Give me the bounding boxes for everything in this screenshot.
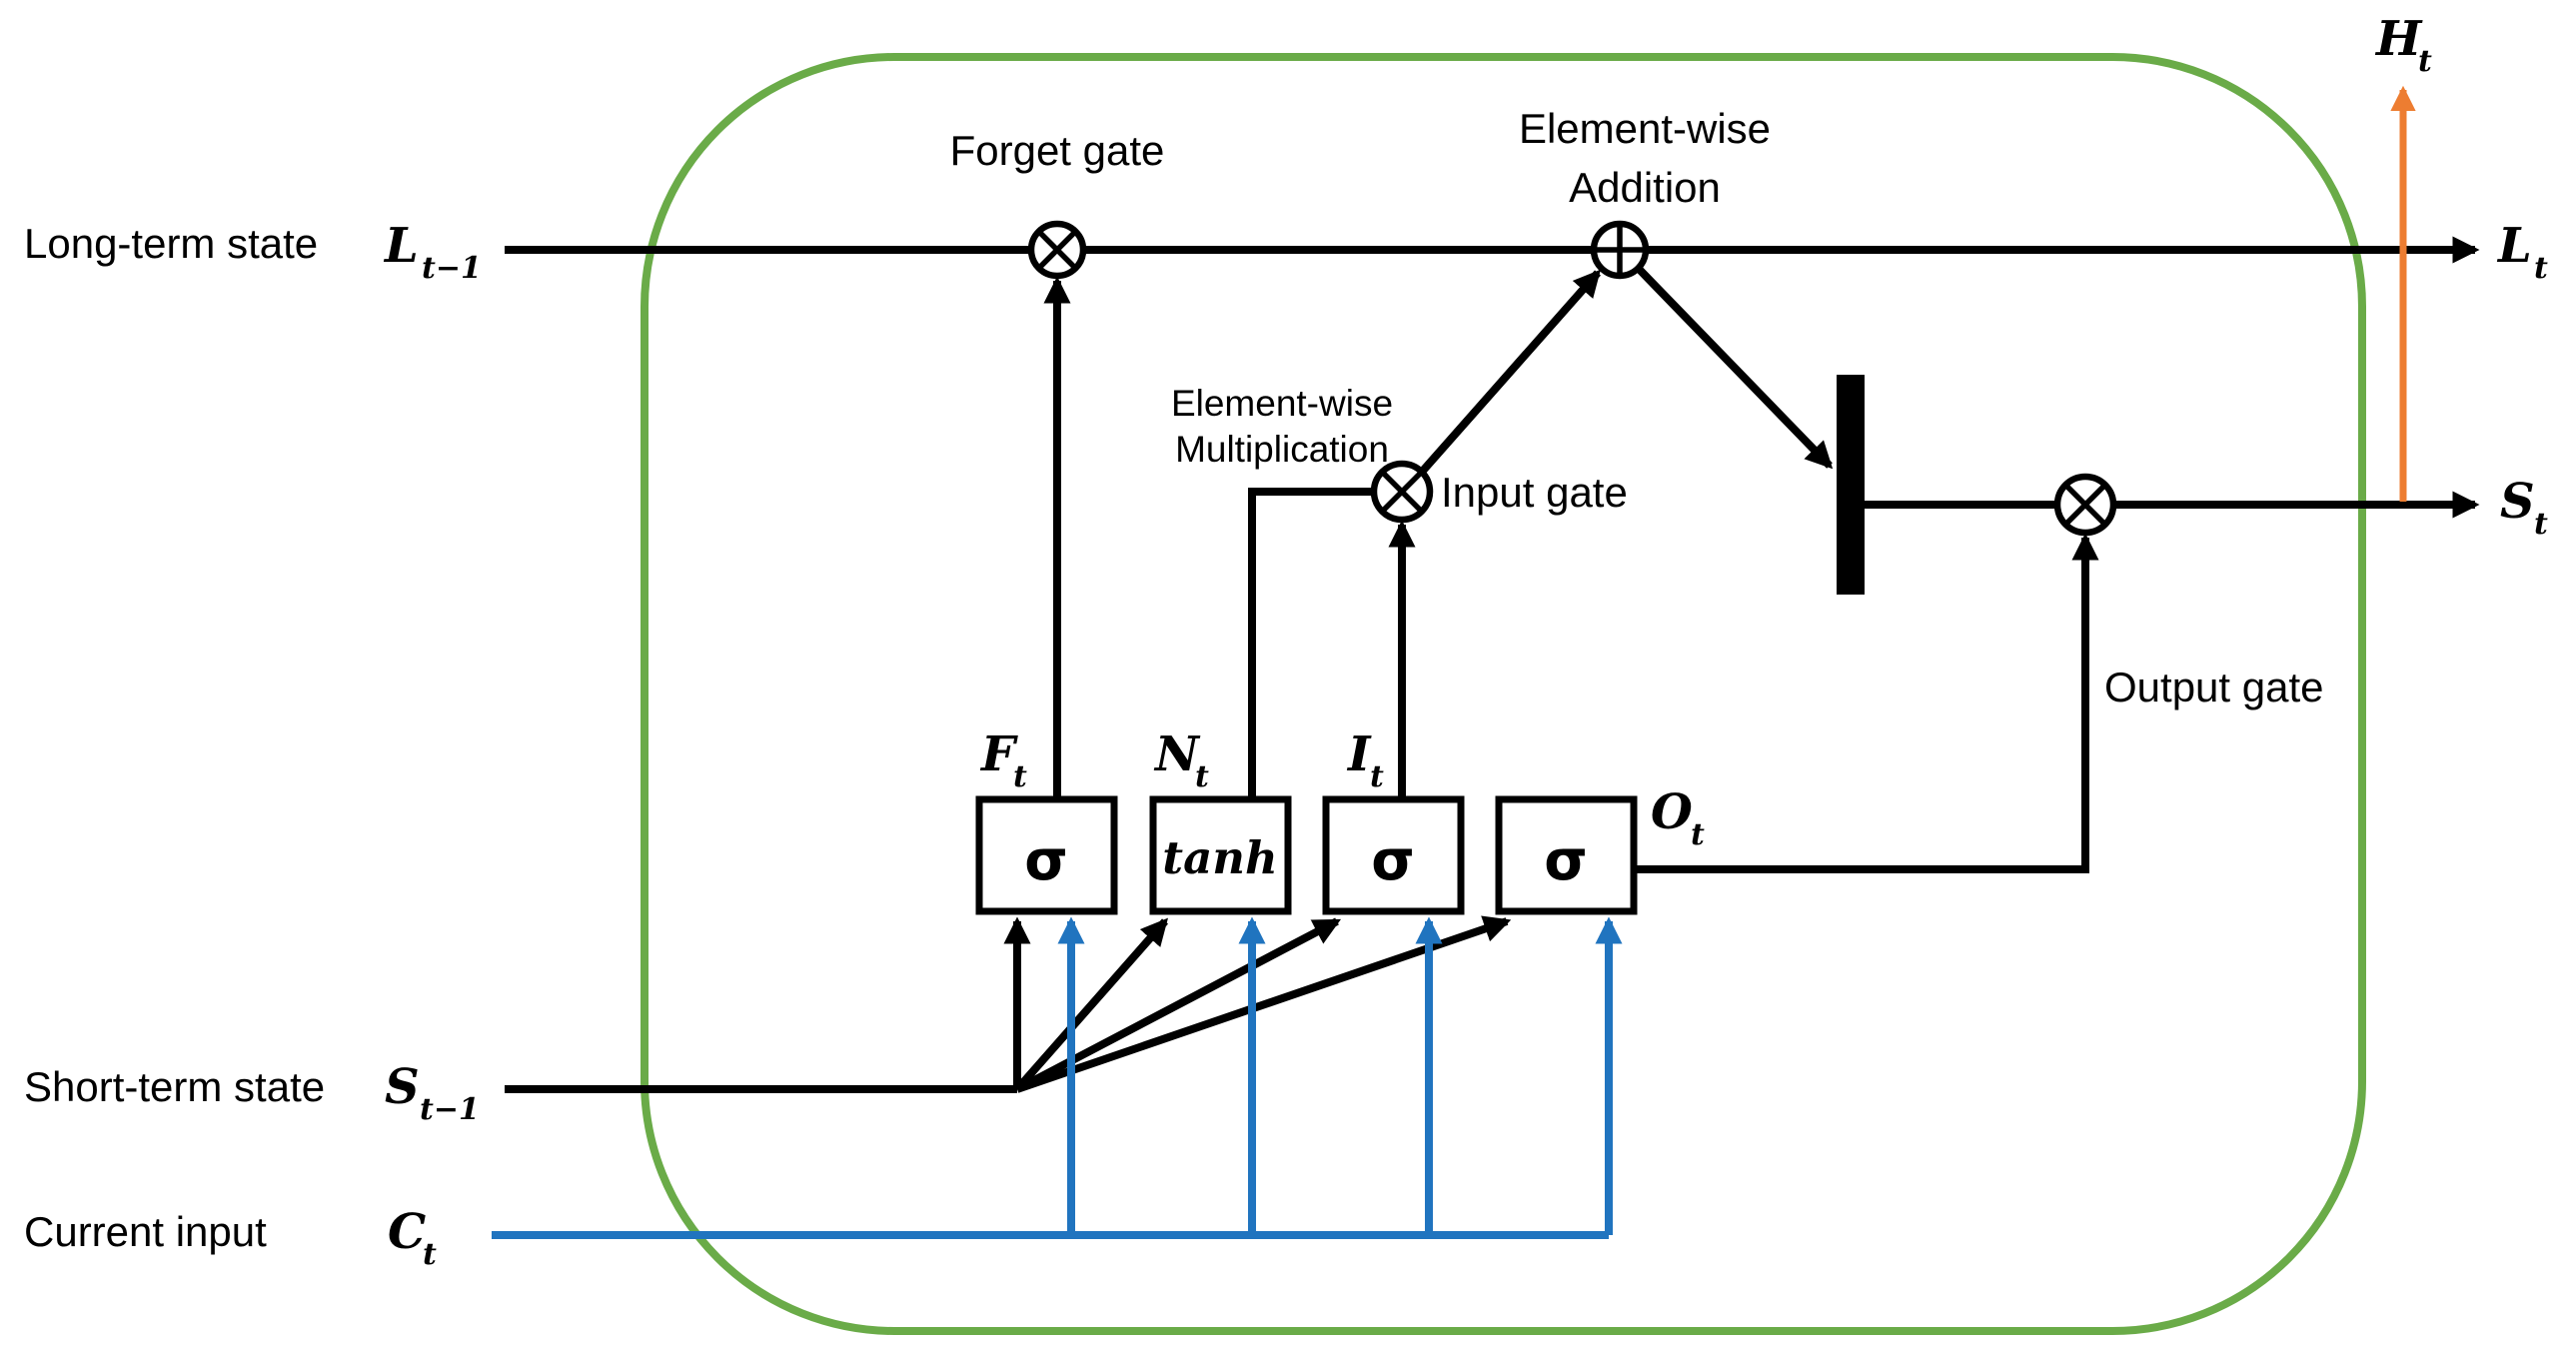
input-signal-symbol: I t bbox=[1346, 726, 1384, 794]
short-term-prev-symbol: S t−1 bbox=[385, 1059, 480, 1127]
short-term-to-input-arrow bbox=[1015, 917, 1342, 1093]
L-prev-base: L bbox=[383, 218, 419, 274]
I-t-base: I bbox=[1346, 726, 1372, 782]
output-sigma-label: σ bbox=[1544, 828, 1588, 893]
output-gate-path bbox=[1634, 533, 2099, 873]
S-prev-base: S bbox=[385, 1059, 420, 1115]
H-t-sub: t bbox=[2418, 44, 2432, 79]
elementwise-multiplication-label-line1: Element-wise bbox=[1171, 383, 1393, 424]
forget-gate-label: Forget gate bbox=[950, 127, 1165, 174]
S-t-sub: t bbox=[2534, 507, 2548, 542]
input-sigma-label: σ bbox=[1371, 828, 1415, 893]
C-t-sub: t bbox=[423, 1237, 437, 1272]
output-sigma-rect bbox=[1495, 795, 1638, 915]
short-term-out-symbol: S t bbox=[2500, 474, 2548, 542]
S-t-base: S bbox=[2500, 474, 2535, 530]
N-t-sub: t bbox=[1195, 759, 1209, 794]
F-t-base: F bbox=[979, 726, 1018, 782]
N-t-base: N bbox=[1153, 726, 1201, 782]
candidate-tanh-label: tanh bbox=[1162, 831, 1277, 884]
I-t-sub: t bbox=[1370, 759, 1384, 794]
addition-to-bar-arrow bbox=[1636, 266, 1834, 470]
L-t-sub: t bbox=[2534, 251, 2548, 286]
candidate-signal-elbow bbox=[1248, 488, 1372, 799]
output-gate-multiply-node bbox=[2053, 473, 2117, 537]
elementwise-addition-label-line1: Element-wise bbox=[1519, 105, 1771, 152]
short-term-to-candidate-arrow bbox=[1013, 917, 1169, 1092]
L-prev-sub: t−1 bbox=[422, 251, 482, 286]
multiplication-to-addition-arrow bbox=[1420, 269, 1602, 474]
candidate-tanh-box: tanh bbox=[1149, 795, 1292, 915]
long-term-prev-symbol: L t−1 bbox=[383, 218, 482, 286]
input-sigma-box: σ bbox=[1322, 795, 1465, 915]
forget-sigma-rect bbox=[975, 795, 1118, 915]
long-term-state-label: Long-term state bbox=[24, 220, 318, 267]
L-t-base: L bbox=[2496, 218, 2532, 274]
long-term-out-symbol: L t bbox=[2496, 218, 2548, 286]
input-sigma-rect bbox=[1322, 795, 1465, 915]
current-input-symbol: C t bbox=[388, 1204, 437, 1272]
hidden-state-symbol: H t bbox=[2374, 11, 2432, 79]
output-signal-symbol: O t bbox=[1651, 784, 1705, 852]
short-term-state-label: Short-term state bbox=[24, 1063, 325, 1110]
O-t-sub: t bbox=[1691, 817, 1705, 852]
input-gate-x2 bbox=[1380, 470, 1424, 514]
C-t-base: C bbox=[388, 1204, 426, 1260]
input-gate-label: Input gate bbox=[1441, 469, 1628, 516]
elementwise-addition-label-line2: Addition bbox=[1569, 164, 1721, 211]
lstm-cell-boundary bbox=[641, 53, 2366, 1335]
elementwise-addition-node bbox=[1590, 220, 1650, 280]
output-sigma-box: σ bbox=[1495, 795, 1638, 915]
current-input-label: Current input bbox=[24, 1208, 267, 1255]
state-activation-bar bbox=[1837, 375, 1865, 595]
candidate-signal-symbol: N t bbox=[1153, 726, 1209, 794]
F-t-sub: t bbox=[1013, 759, 1027, 794]
H-t-base: H bbox=[2374, 11, 2423, 67]
forget-signal-symbol: F t bbox=[979, 726, 1027, 794]
forget-gate-multiply-node bbox=[1027, 220, 1087, 280]
elementwise-multiplication-label-line2: Multiplication bbox=[1175, 429, 1389, 470]
forget-sigma-box: σ bbox=[975, 795, 1118, 915]
O-t-base: O bbox=[1651, 784, 1693, 840]
forget-gate-x2 bbox=[1036, 229, 1078, 271]
forget-sigma-label: σ bbox=[1024, 828, 1068, 893]
output-gate-label: Output gate bbox=[2104, 664, 2324, 710]
input-gate-multiply-node bbox=[1370, 460, 1434, 524]
candidate-tanh-rect bbox=[1149, 795, 1292, 915]
S-prev-sub: t−1 bbox=[420, 1092, 480, 1127]
output-gate-x2 bbox=[2063, 483, 2107, 527]
